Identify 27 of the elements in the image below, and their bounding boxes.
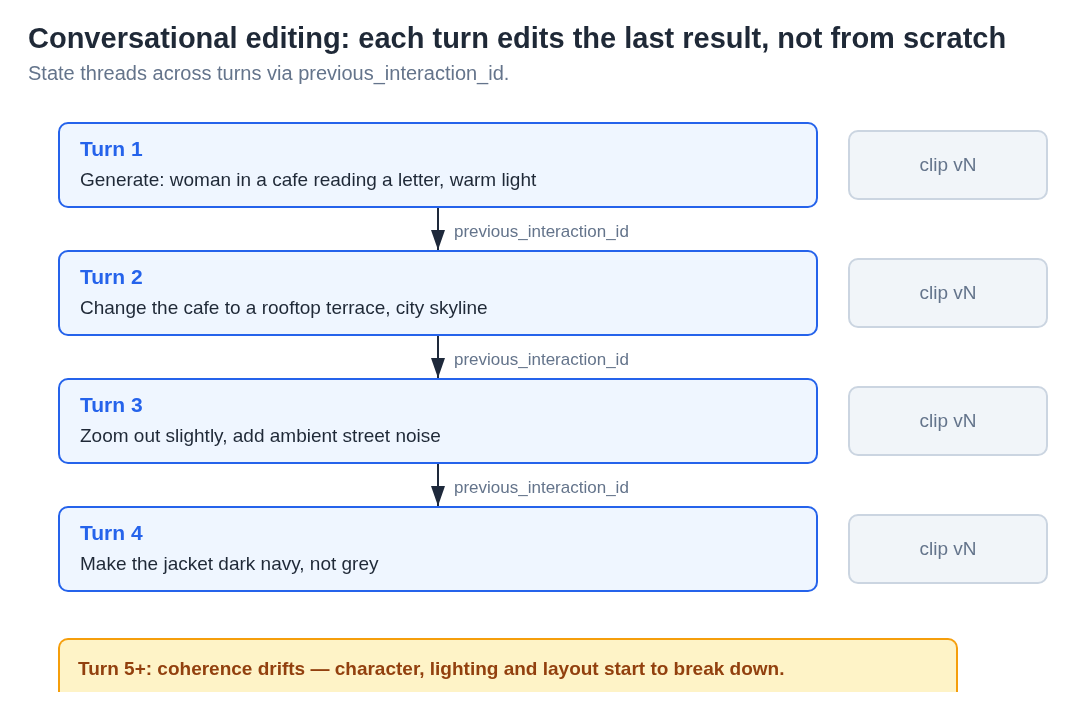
prompt-text: Generate: woman in a cafe reading a letter, warm light xyxy=(80,168,537,192)
turn-card xyxy=(58,122,818,208)
turn-heading: Turn 2 xyxy=(80,264,143,290)
warning-banner xyxy=(58,638,958,692)
arrow xyxy=(431,207,445,251)
turn-heading: Turn 1 xyxy=(80,136,143,162)
turn-heading: Turn 3 xyxy=(80,392,143,418)
prompt-text: Change the cafe to a rooftop terrace, city skyline xyxy=(80,296,488,320)
turn-card xyxy=(58,378,818,464)
subtitle: State threads across turns via previous_interaction_id. xyxy=(28,61,510,86)
clip-card xyxy=(848,386,1048,456)
clip-label: clip vN xyxy=(919,409,977,433)
turn-card xyxy=(58,506,818,592)
clip-label: clip vN xyxy=(919,537,977,561)
clip-card xyxy=(848,514,1048,584)
prompt-text: Zoom out slightly, add ambient street noise xyxy=(80,424,441,448)
prompt-text: Make the jacket dark navy, not grey xyxy=(80,552,379,576)
turn-card xyxy=(58,250,818,336)
clip-label: clip vN xyxy=(919,281,977,305)
warning-text: Turn 5+: coherence drifts — character, lighting and layout start to break down. xyxy=(78,657,785,681)
clip-card xyxy=(848,130,1048,200)
arrow xyxy=(431,335,445,379)
turn-heading: Turn 4 xyxy=(80,520,143,546)
clip-card xyxy=(848,258,1048,328)
arrow xyxy=(431,463,445,507)
title: Conversational editing: each turn edits the last result, not from scratch xyxy=(28,21,1007,56)
clip-label: clip vN xyxy=(919,153,977,177)
